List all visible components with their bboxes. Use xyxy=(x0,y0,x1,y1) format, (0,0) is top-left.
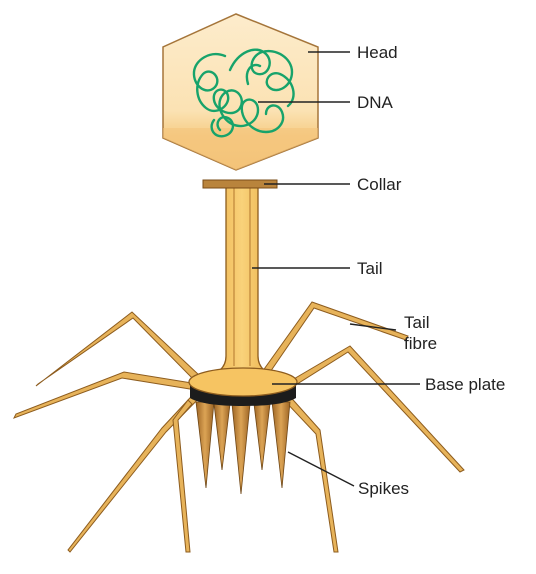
spike xyxy=(214,404,230,470)
label-tail-fibre-line2: fibre xyxy=(404,334,437,353)
label-collar: Collar xyxy=(357,175,402,194)
label-tail-fibre-line1: Tail xyxy=(404,313,430,332)
spike xyxy=(272,402,290,488)
tail-fibre-left-thin xyxy=(173,400,192,552)
label-base-plate: Base plate xyxy=(425,375,505,394)
spike xyxy=(254,404,270,470)
spike xyxy=(196,402,214,488)
spike xyxy=(232,404,250,494)
tail-fibre-right-down xyxy=(282,392,338,552)
base-plate-disc xyxy=(189,368,297,396)
label-tail: Tail xyxy=(357,259,383,278)
tail-fibre-left-lower xyxy=(14,372,198,418)
tail-fibre-right-lower xyxy=(292,346,464,472)
label-head: Head xyxy=(357,43,398,62)
tail-fibre-right-upper xyxy=(262,302,408,378)
base-plate xyxy=(189,368,297,406)
label-dna: DNA xyxy=(357,93,394,112)
tail xyxy=(202,184,282,378)
label-spikes: Spikes xyxy=(358,479,409,498)
spikes xyxy=(196,402,290,494)
head xyxy=(163,14,318,170)
tail-sheath xyxy=(202,184,282,378)
